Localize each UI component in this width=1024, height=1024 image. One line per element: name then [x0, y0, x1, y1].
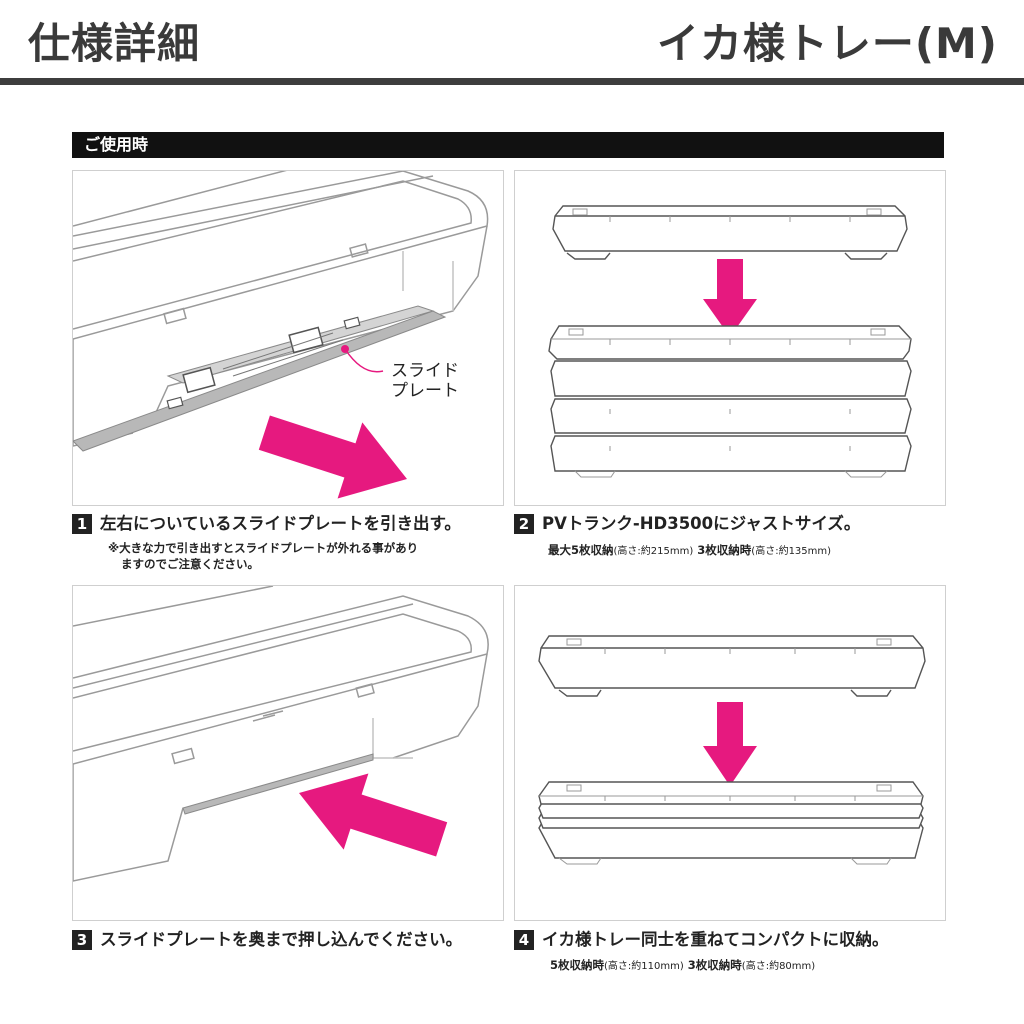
capacity-five: 5枚収納時 [550, 958, 605, 972]
step-number: 1 [72, 514, 92, 534]
step-caption: スライドプレートを奥まで押し込んでください。 [100, 930, 463, 949]
illustration-stack-five-trays [514, 170, 946, 506]
capacity-three-height: (高さ:約80mm) [741, 961, 816, 972]
step-1-note-line1: ※大きな力で引き出すとスライドプレートが外れる事があり [108, 541, 419, 555]
capacity-three: 3枚収納時 [687, 958, 742, 972]
step-caption: イカ様トレー同士を重ねてコンパクトに収納。 [542, 930, 889, 949]
step-1-note-line2: ますのでご注意ください。 [121, 557, 259, 571]
capacity-three: 3枚収納時 [697, 543, 752, 557]
step-4-note: 5枚収納時(高さ:約110mm) 3枚収納時(高さ:約80mm) [550, 958, 815, 974]
capacity-max: 最大5枚収納 [548, 543, 614, 557]
capacity-five-height: (高さ:約110mm) [604, 961, 684, 972]
callout-label-line1: スライド [391, 361, 459, 381]
step-caption: PVトランク-HD3500にジャストサイズ。 [542, 514, 861, 533]
product-name: イカ様トレー(M) [656, 19, 998, 68]
callout-label-line2: プレート [391, 381, 459, 401]
down-arrow-icon [703, 259, 757, 337]
step-number: 3 [72, 930, 92, 950]
step-number: 2 [514, 514, 534, 534]
step-number: 4 [514, 930, 534, 950]
section-heading: ご使用時 [72, 132, 944, 158]
step-2-note: 最大5枚収納(高さ:約215mm) 3枚収納時(高さ:約135mm) [548, 543, 831, 559]
illustration-nested-trays [514, 585, 946, 921]
step-1: 1 左右についているスライドプレートを引き出す。 [72, 514, 461, 534]
illustration-pull-out-slide-plate: スライド プレート [72, 170, 504, 506]
push-arrow-icon [298, 773, 448, 857]
illustration-push-in-slide-plate [72, 585, 504, 921]
step-2: 2 PVトランク-HD3500にジャストサイズ。 [514, 514, 860, 534]
pull-arrow-icon [258, 415, 408, 499]
step-3: 3 スライドプレートを奥まで押し込んでください。 [72, 930, 462, 950]
capacity-max-height: (高さ:約215mm) [613, 546, 694, 557]
down-arrow-icon [703, 702, 757, 786]
header-divider [0, 78, 1024, 85]
step-4: 4 イカ様トレー同士を重ねてコンパクトに収納。 [514, 930, 889, 950]
page-title: 仕様詳細 [28, 19, 201, 68]
capacity-three-height: (高さ:約135mm) [751, 546, 832, 557]
step-caption: 左右についているスライドプレートを引き出す。 [100, 514, 461, 533]
